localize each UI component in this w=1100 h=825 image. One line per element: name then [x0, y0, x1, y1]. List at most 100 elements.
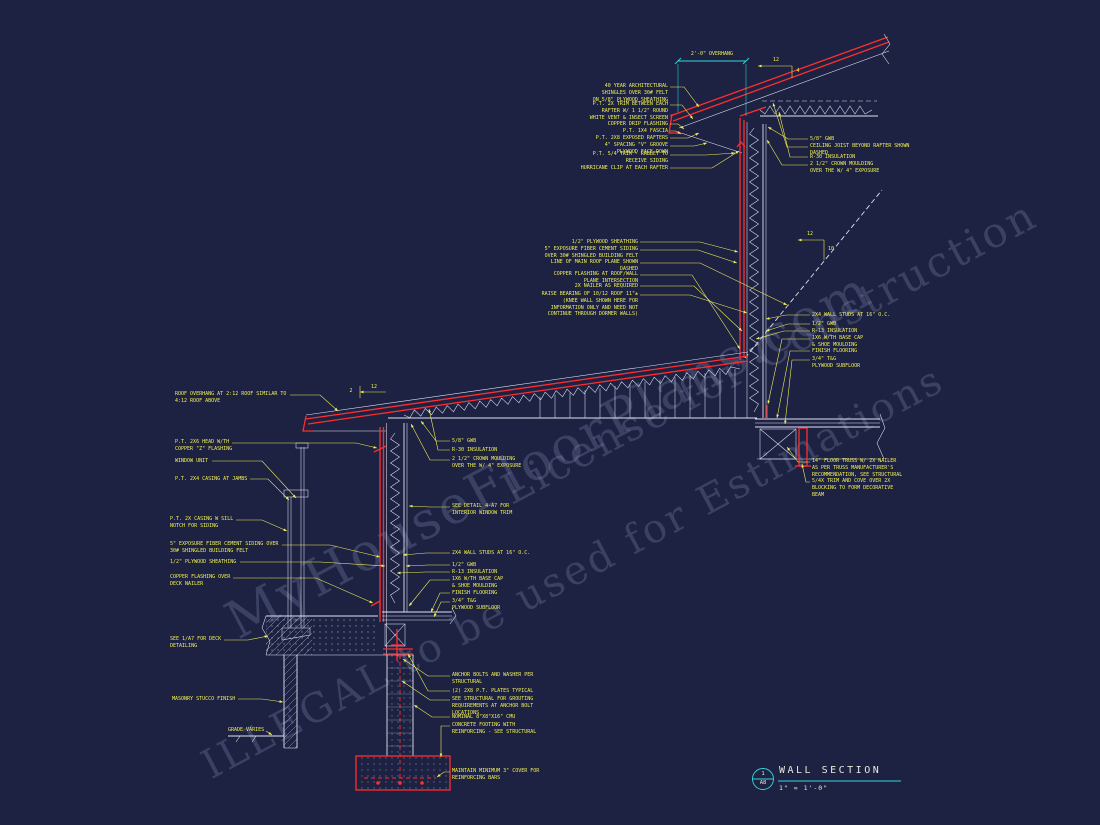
- finish-floor-right-note-leader: [776, 350, 810, 419]
- r13-center-note-leader: [396, 571, 450, 575]
- gwb-12-center-note-leader: [405, 564, 450, 568]
- finishfloor-center-note: FINISH FLOORING: [452, 590, 498, 596]
- deck-detail-note: SEE 1/A7 FOR DECK DETAILING: [170, 636, 222, 649]
- base-cap-right-note-leader: [767, 338, 810, 405]
- ceiling-joist-note: CEILING JOIST BEYOND RAFTER SHOWN DASHED: [810, 143, 910, 156]
- footing-note-leader: [439, 725, 450, 757]
- deck-detail-note-leader: [224, 635, 269, 641]
- r30-center-note-leader: [428, 408, 450, 451]
- r13-right-note-leader: [755, 330, 810, 340]
- copper-deck-nailer-note: COPPER FLASHING OVER DECK NAILER: [170, 574, 231, 587]
- crown-upper-note: 2 1/2" CROWN MOULDING OVER THE W/ 4" EXP…: [810, 161, 880, 174]
- overhang-dimension: 2'-0" OVERHANG: [690, 51, 734, 57]
- rebar-cover-note-leader: [436, 771, 450, 778]
- grade-varies-note-leader: [265, 730, 273, 736]
- leader-lines: [212, 86, 810, 778]
- siding-left-note: 5" EXPOSURE FIBER CEMENT SIDING OVER 30#…: [170, 541, 279, 554]
- subfloor-right-note-leader: [784, 359, 810, 425]
- studs-center-note-leader: [402, 552, 450, 557]
- cmu-note-leader: [413, 704, 450, 718]
- rabbet-trim-note: P.T. 5/4 TRIM - RABBET TO RECEIVE SIDING: [592, 151, 668, 164]
- insulation-hatch: [390, 432, 400, 604]
- basecap-center-note: 1X6 W/TH BASE CAP & SHOE MOULDING: [452, 576, 504, 589]
- crown-center-note: 2 1/2" CROWN MOULDING OVER THE W/ 4" EXP…: [452, 456, 522, 469]
- copper-drip-flashing-note: COPPER DRIP FLASHING: [607, 121, 668, 127]
- hurricane-clip-note-leader: [670, 150, 740, 169]
- exposed-rafters-note: P.T. 2X8 EXPOSED RAFTERS: [595, 135, 668, 141]
- wall-studs-right-note: 2X4 WALL STUDS AT 16" O.C.: [812, 312, 891, 318]
- plywood-sheathing-mid-note: 1/2" PLYWOOD SHEATHING: [571, 239, 638, 245]
- wall-studs-right-note-leader: [765, 314, 810, 320]
- roof-overhang-note: ROOF OVERHANG AT 2:12 ROOF SIMILAR TO 4:…: [175, 391, 287, 404]
- vent-trim-note: P.T. 2X TRIM BETWEEN EACH RAFTER W/ 1 1/…: [589, 101, 668, 121]
- gwb-12-center-note: 1/2" GWB: [452, 562, 477, 568]
- gwb-58-upper-note: 5/8" GWB: [810, 136, 835, 142]
- plywood-left-note-leader: [240, 561, 386, 568]
- slope-rise-mid: 10: [827, 246, 835, 252]
- section-scale: 1" = 1'-0": [779, 783, 829, 792]
- drawing-linework: [228, 33, 901, 791]
- r30-upper-note-leader: [778, 111, 808, 158]
- floor-truss-note-leader: [786, 446, 810, 463]
- head-flashing-note: P.T. 2X6 HEAD W/TH COPPER "Z" FLASHING: [175, 439, 233, 452]
- slope-rise-top: 4: [796, 68, 800, 74]
- r30-upper-note: R-30 INSULATION: [810, 154, 856, 160]
- gwb-12-right-note: 1/2" GWB: [812, 321, 837, 327]
- sill-casing-note: P.T. 2X CASING W SILL NOTCH FOR SIDING: [170, 516, 234, 529]
- slope-rise-low: 2: [349, 388, 353, 394]
- head-flashing-note-leader: [232, 442, 378, 449]
- plywood-sheathing-mid-note-leader: [640, 241, 739, 253]
- raise-bearing-note-leader: [640, 294, 748, 314]
- window-unit-note: WINDOW UNIT: [175, 458, 209, 464]
- vent-trim-note-leader: [670, 104, 694, 120]
- window-trim-detail-note-leader: [408, 504, 450, 508]
- gwb-12-right-note-leader: [765, 323, 810, 332]
- siding-mid-note-leader: [640, 249, 738, 264]
- subfloor-center-note-leader: [433, 601, 450, 618]
- r30-center-note: R-30 INSULATION: [452, 447, 498, 453]
- detail-number: 1: [761, 770, 765, 777]
- main-roof-plane-note-leader: [640, 262, 788, 306]
- detail-sheet: A8: [759, 780, 767, 786]
- copper-flashing-roofwall-note: COPPER FLASHING AT ROOF/WALL PLANE INTER…: [553, 271, 638, 284]
- section-title: WALL SECTION: [779, 765, 882, 776]
- decorative-beam-note-leader: [801, 463, 810, 483]
- raise-bearing-note: RAISE BEARING OF 10/12 ROOF 11"± (KNEE W…: [541, 291, 638, 318]
- ceiling-joist-note-leader: [772, 102, 808, 148]
- grouting-note-leader: [401, 680, 450, 701]
- shingles-note: 40 YEAR ARCHITECTURAL SHINGLES OVER 30# …: [592, 83, 668, 103]
- grouting-note: SEE STRUCTURAL FOR GROUTING REQUIREMENTS…: [452, 696, 534, 716]
- finish-floor-right-note: FINISH FLOORING: [812, 348, 858, 354]
- plywood-left-note: 1/2" PLYWOOD SHEATHING: [170, 559, 237, 565]
- v-groove-plywood-note-leader: [670, 142, 708, 147]
- insulation-hatch: [759, 105, 873, 115]
- copper-flashing-roofwall-note-leader: [640, 274, 741, 350]
- nailer-note-leader: [640, 285, 743, 332]
- fascia-note: P.T. 1X4 FASCIA: [622, 128, 668, 134]
- siding-left-note-leader: [282, 544, 381, 558]
- v-groove-plywood-note: 4" SPACING "V" GROOVE PLYWOOD FACE DOWN: [604, 142, 668, 155]
- copper-deck-nailer-note-leader: [233, 577, 374, 604]
- nailer-note: 2X NAILER AS REQUIRED: [574, 283, 638, 289]
- slope-run-mid: 12: [806, 231, 814, 237]
- anchor-bolts-note-leader: [402, 658, 450, 677]
- generated-hatching: [387, 105, 873, 747]
- r13-right-note: R-13 INSULATION: [812, 328, 858, 334]
- casing-jambs-note: P.T. 2X4 CASING AT JAMBS: [175, 476, 248, 482]
- grade-varies-note: GRADE VARIES: [228, 727, 265, 733]
- fascia-note-leader: [670, 130, 682, 135]
- insulation-hatch: [403, 366, 741, 419]
- hurricane-clip-note: HURRICANE CLIP AT EACH RAFTER: [580, 165, 668, 171]
- rabbet-trim-note-leader: [670, 151, 736, 156]
- finishfloor-center-note-leader: [430, 592, 450, 613]
- main-roof-plane-note: LINE OF MAIN ROOF PLANE SHOWN DASHED: [550, 259, 638, 272]
- gwb-58-upper-note-leader: [767, 126, 808, 140]
- window-unit-note-leader: [212, 460, 297, 499]
- stucco-note: MASONRY STUCCO FINISH: [172, 696, 236, 702]
- crown-upper-note-leader: [766, 139, 808, 166]
- basecap-center-note-leader: [408, 579, 450, 607]
- base-cap-right-note: 1X6 W/TH BASE CAP & SHOE MOULDING: [812, 335, 864, 348]
